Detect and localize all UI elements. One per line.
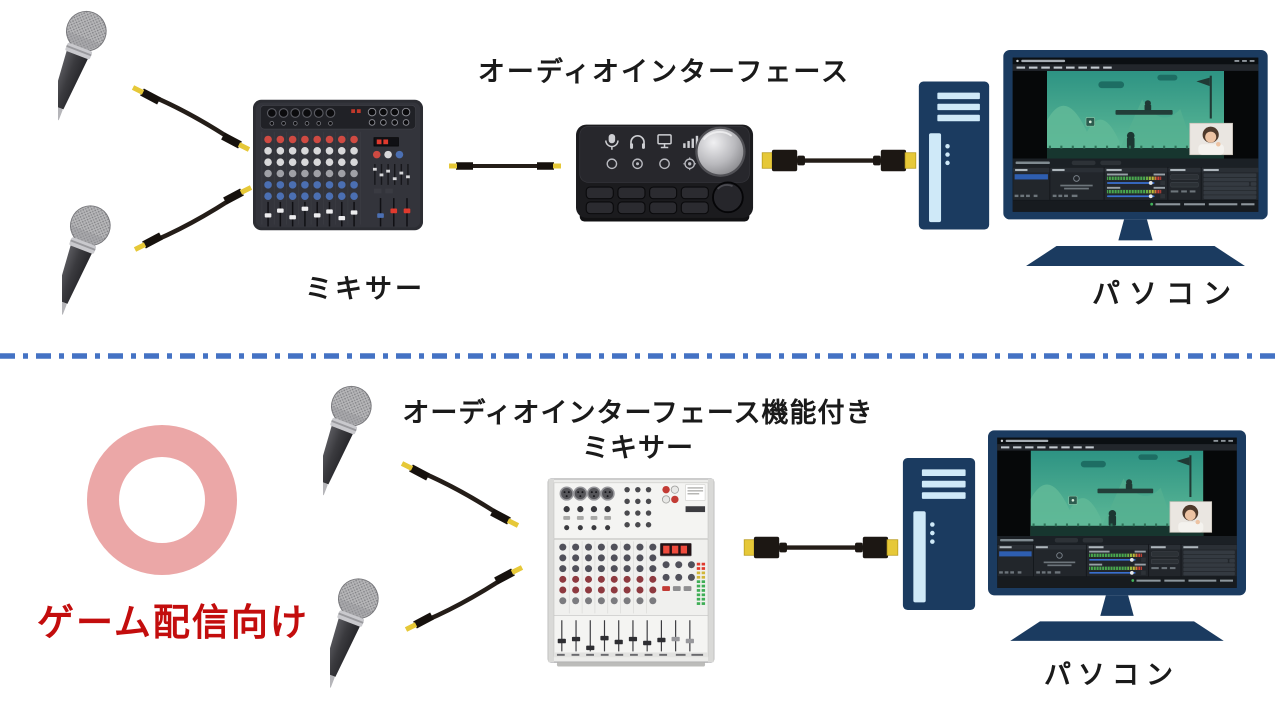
mixer-with-usb-device-icon <box>545 477 717 668</box>
xlr-cable-icon <box>126 76 256 161</box>
mixer-caption: ミキサー <box>305 274 425 304</box>
section-divider <box>0 353 1280 359</box>
mixer-device-icon <box>252 96 424 234</box>
ai-mixer-title-line1: オーディオインターフェース機能付き <box>402 398 874 428</box>
pc-tower-icon <box>917 77 991 234</box>
xlr-cable-icon <box>399 556 529 641</box>
monitor-with-obs-icon <box>1003 50 1268 267</box>
monitor-with-obs-icon <box>988 430 1246 642</box>
audio-interface-title: オーディオインターフェース <box>477 57 851 87</box>
xlr-cable-icon <box>128 176 258 261</box>
usb-cable-icon <box>740 530 902 565</box>
ai-mixer-title: オーディオインターフェース機能付き ミキサー <box>398 396 878 466</box>
pc-caption: パソコン <box>1091 278 1240 309</box>
ai-mixer-title-line2: ミキサー <box>582 433 694 463</box>
pc-tower-icon <box>901 456 977 612</box>
recommended-ring-mark <box>87 425 237 575</box>
pc-caption: パソコン <box>1044 660 1180 690</box>
audio-interface-device-icon <box>574 106 756 229</box>
usb-cable-icon <box>760 143 918 178</box>
patch-cable-icon <box>446 156 564 176</box>
recommendation-caption: ゲーム配信向け <box>37 602 309 643</box>
